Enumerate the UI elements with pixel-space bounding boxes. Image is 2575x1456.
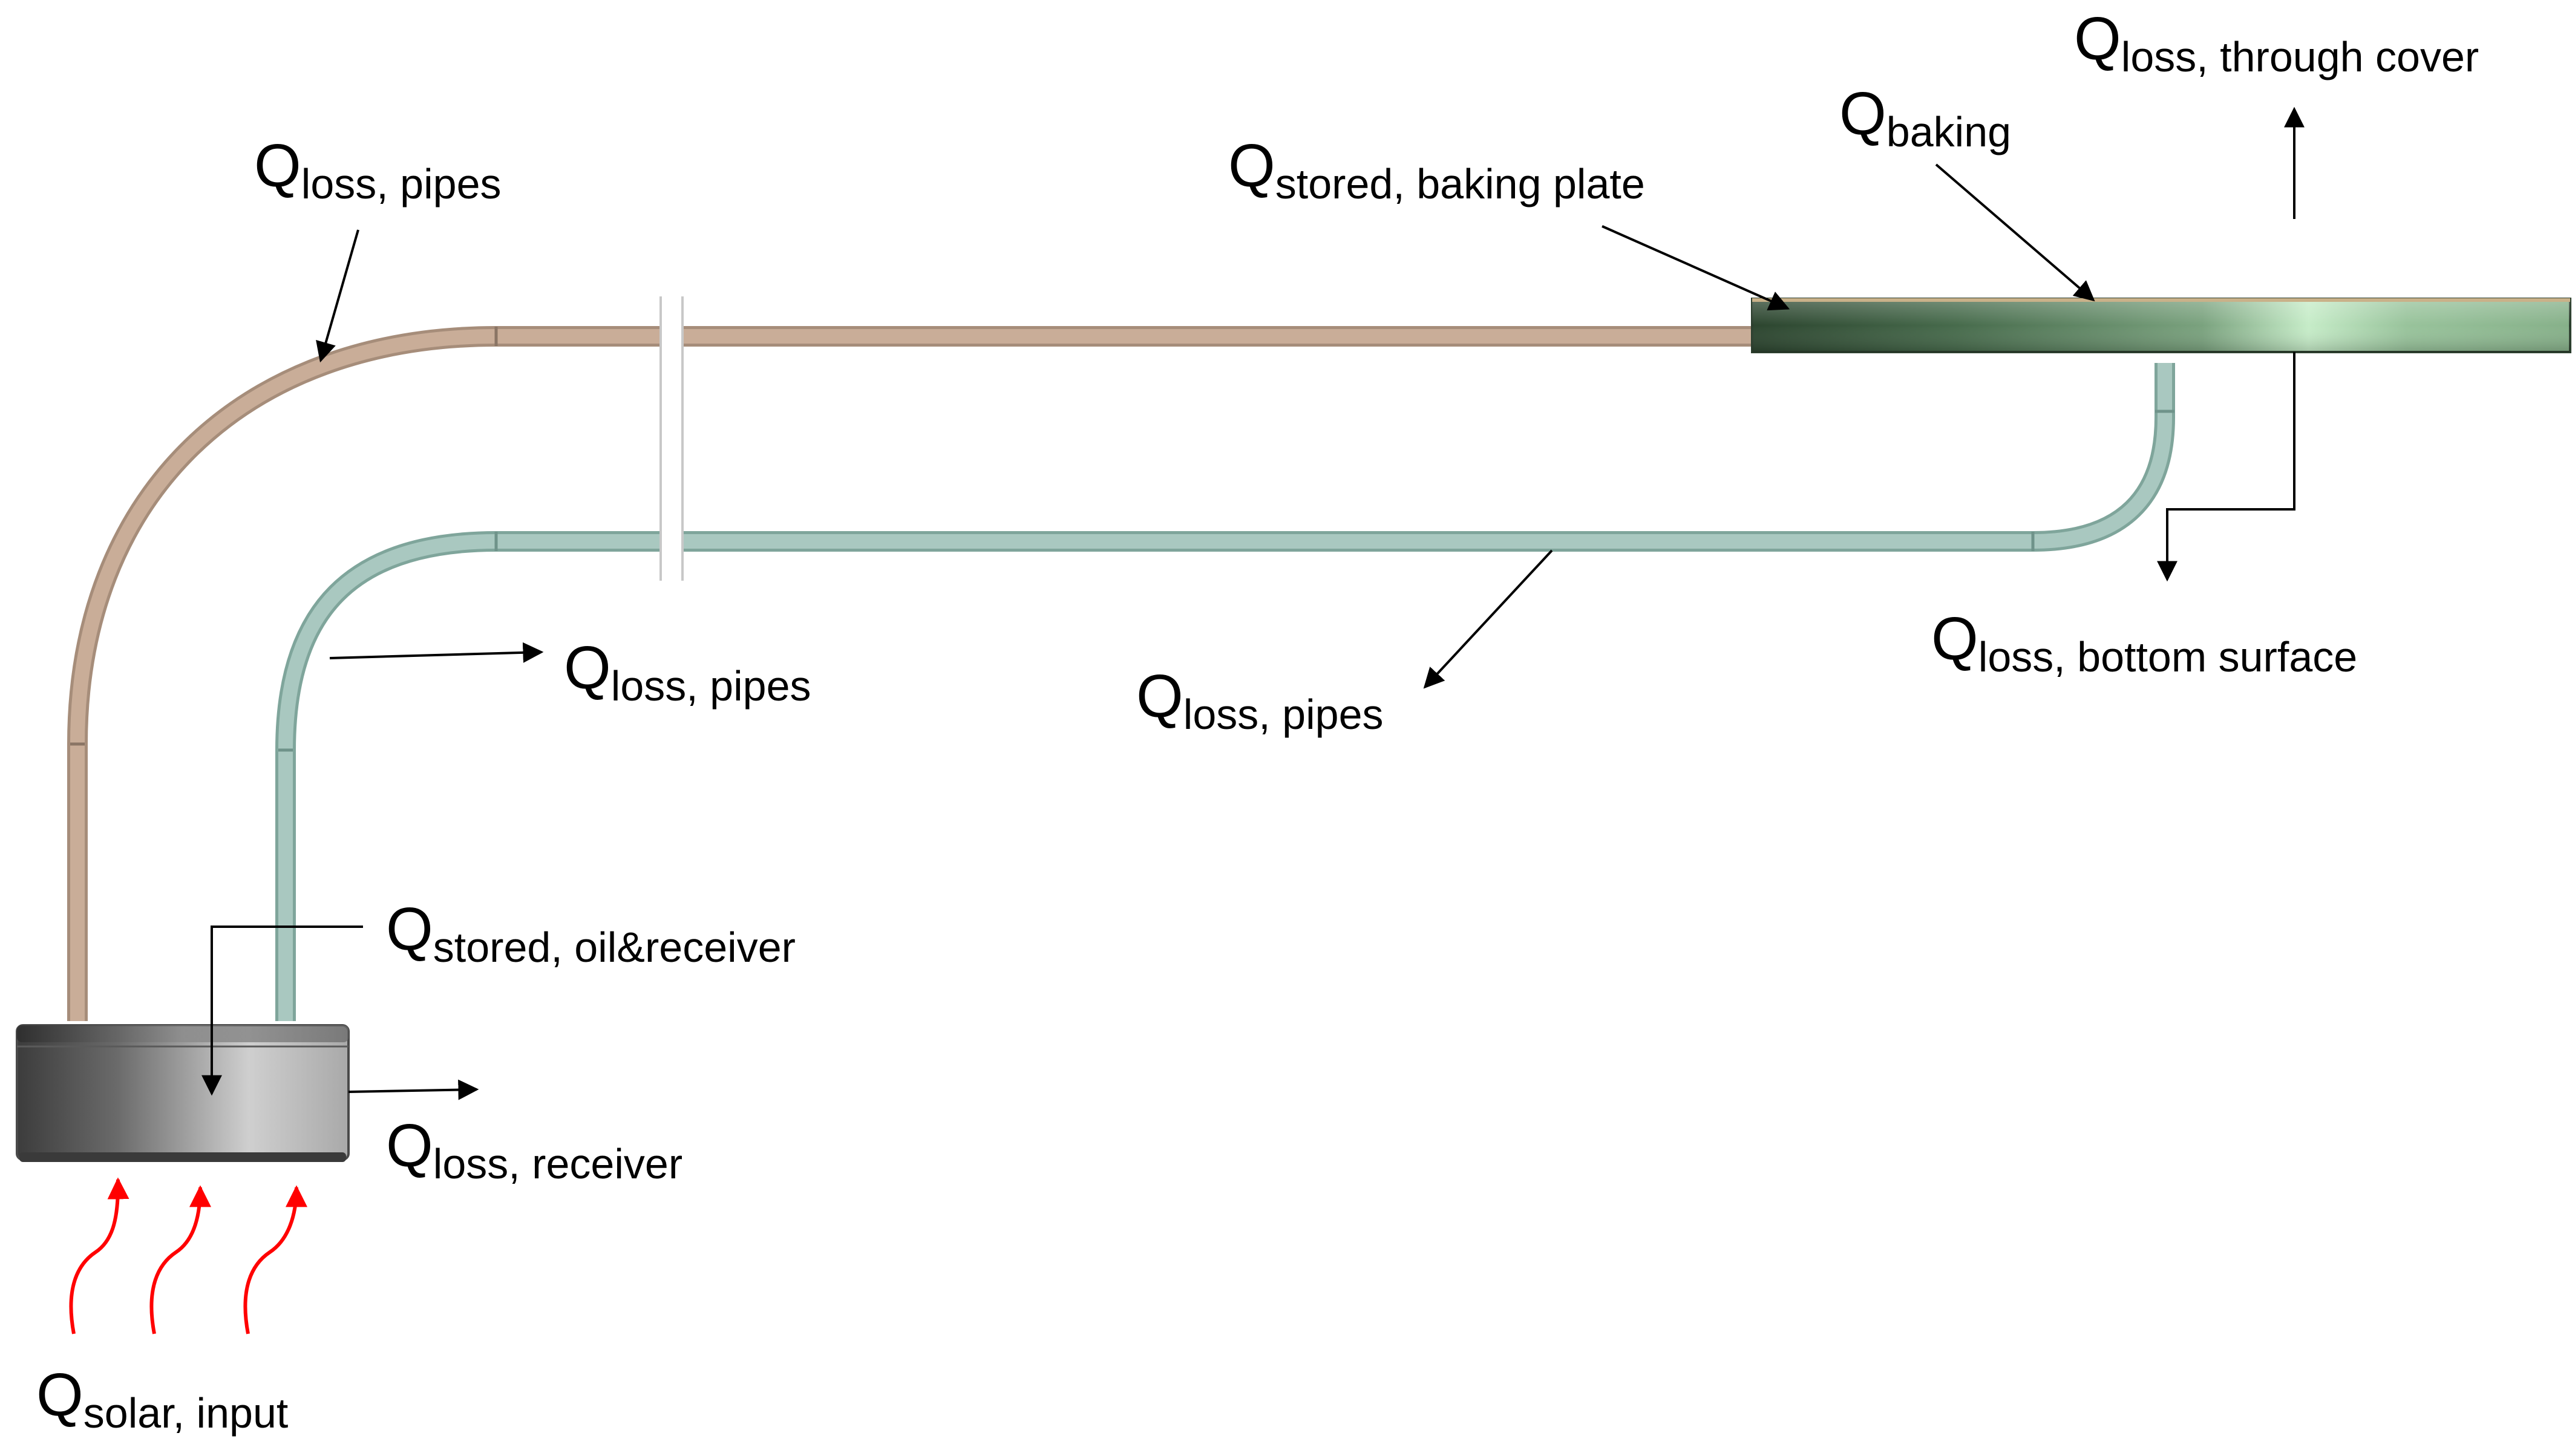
pipe-break-symbol [659, 296, 684, 581]
arrow-loss-pipes-left [316, 229, 359, 363]
label-stored-oil-receiver: Qstored, oil&receiver [386, 895, 796, 971]
receiver [16, 1024, 350, 1162]
hot-pipe [67, 326, 1755, 1021]
arrow-stored-oil-receiver [201, 926, 363, 1096]
arrow-loss-bottom-surface [2157, 352, 2295, 582]
solar-arrow-1 [69, 1177, 129, 1334]
solar-arrow-3 [243, 1185, 307, 1334]
annotation-arrows [201, 106, 2305, 1100]
label-solar-input: Qsolar, input [36, 1361, 288, 1437]
arrow-loss-pipes-right [1423, 549, 1553, 689]
label-loss-pipes-left: Qloss, pipes [254, 132, 502, 207]
label-baking: Qbaking [1839, 80, 2011, 155]
cold-pipe [275, 363, 2175, 1021]
arrow-loss-receiver [348, 1079, 479, 1100]
label-loss-pipes-middle: Qloss, pipes [564, 634, 811, 710]
label-loss-through-cover: Qloss, through cover [2074, 5, 2479, 80]
solar-input-arrows [69, 1177, 307, 1334]
solar-arrow-2 [149, 1185, 211, 1334]
arrow-loss-pipes-middle [329, 642, 544, 663]
label-loss-receiver: Qloss, receiver [386, 1112, 682, 1187]
label-loss-pipes-right: Qloss, pipes [1136, 662, 1384, 738]
arrow-baking [1935, 163, 2095, 302]
arrow-stored-baking-plate [1602, 225, 1790, 311]
label-stored-baking-plate: Qstored, baking plate [1228, 132, 1645, 207]
label-loss-bottom-surface: Qloss, bottom surface [1931, 605, 2357, 681]
baking-plate [1751, 298, 2571, 353]
